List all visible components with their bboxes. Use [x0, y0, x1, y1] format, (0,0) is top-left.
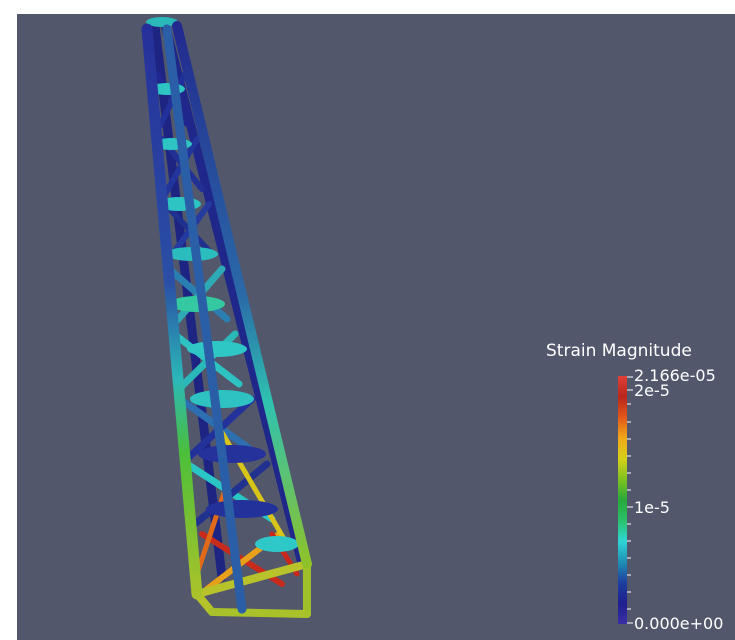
tower-front-legs — [141, 21, 312, 614]
legend-max-label: 2.166e-05 — [634, 366, 716, 385]
legend-title: Strain Magnitude — [546, 341, 692, 361]
legend-min-label: 0.000e+00 — [634, 614, 724, 633]
legend-tick-2e-5: 2e-5 — [634, 381, 670, 400]
3d-viewport[interactable]: Strain Magnitude — [17, 14, 735, 640]
tower-base-frame — [193, 560, 311, 618]
color-bar — [618, 376, 627, 624]
tower-horizontal-rings — [146, 17, 299, 552]
truss-tower-render — [141, 17, 312, 618]
color-bar-fill — [618, 376, 627, 624]
color-bar-gradient — [618, 376, 627, 624]
legend-tick-1e-5: 1e-5 — [634, 498, 670, 517]
